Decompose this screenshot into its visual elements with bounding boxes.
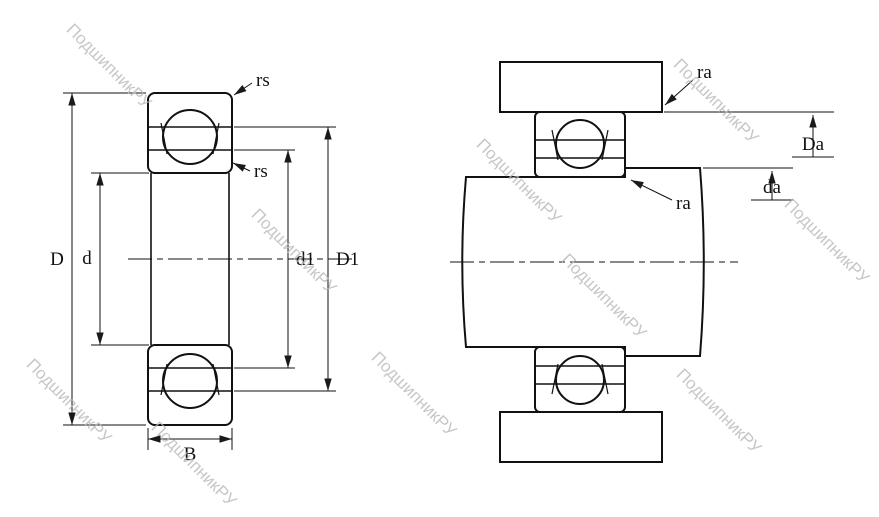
cage-line — [551, 363, 559, 395]
watermark-text: ПодшипникРУ — [63, 20, 156, 113]
raceway-gap — [536, 366, 624, 384]
top-raceway-gap — [149, 127, 231, 150]
bottom-ring-section — [147, 344, 233, 426]
leader-line-rs-inner — [232, 162, 251, 172]
dimension-d1-label: d1 — [296, 249, 315, 270]
da-label: da — [763, 177, 782, 198]
watermark-text: ПодшипникРУ — [670, 55, 763, 148]
rs-inner-label: rs — [254, 161, 268, 182]
watermark-text: ПодшипникРУ — [248, 205, 341, 298]
ball-bottom — [162, 353, 218, 409]
rs-outer-label: rs — [256, 70, 270, 91]
bottom-raceway-gap — [149, 368, 231, 391]
ball-top — [555, 119, 605, 169]
watermark-text: ПодшипникРУ — [781, 195, 874, 288]
Da-label: Da — [802, 134, 825, 155]
ra-housing-label: ra — [697, 62, 712, 83]
ball-bottom — [555, 355, 605, 405]
dimension-B-label: B — [184, 444, 197, 465]
mounted-bearing-bottom — [534, 346, 626, 413]
dimension-D-label: D — [50, 249, 64, 270]
watermark-text: ПодшипникРУ — [23, 355, 116, 448]
mounted-bearing-top — [534, 111, 626, 178]
ball-top — [162, 109, 218, 165]
watermark-text: ПодшипникРУ — [558, 250, 651, 343]
cage-line — [601, 363, 609, 395]
watermark-text: ПодшипникРУ — [148, 418, 241, 511]
mounting-view: ra ra Da da — [450, 61, 834, 463]
cage-line — [601, 129, 609, 161]
leader-line-ra-shaft — [630, 179, 673, 201]
housing-top — [499, 61, 663, 113]
dimension-D1-label: D1 — [336, 249, 359, 270]
watermark-text: ПодшипникРУ — [673, 365, 766, 458]
bearing-section-view: D d d1 D1 B rs rs — [50, 70, 359, 465]
leader-line-ra-housing — [664, 79, 694, 106]
cage-line — [551, 129, 559, 161]
watermark-text: ПодшипникРУ — [368, 348, 461, 441]
ra-shaft-label: ra — [676, 193, 691, 214]
top-ring-section — [147, 92, 233, 174]
housing-bottom — [499, 411, 663, 463]
raceway-gap — [536, 140, 624, 158]
dimension-d-label: d — [82, 248, 92, 269]
leader-line-rs-outer — [233, 82, 253, 96]
shaft — [461, 167, 705, 357]
